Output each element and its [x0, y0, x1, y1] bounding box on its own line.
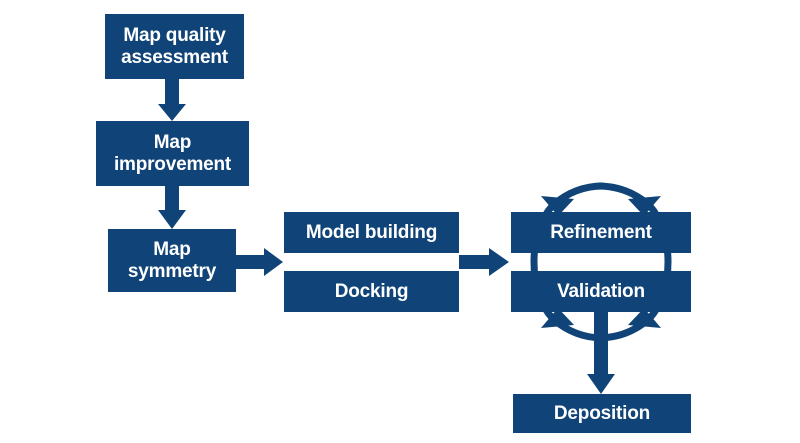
node-label: Map improvement: [113, 131, 232, 175]
node-map-improvement[interactable]: Map improvement: [96, 121, 249, 186]
node-model-building[interactable]: Model building: [284, 212, 459, 253]
arc-bottom-right-icon: [597, 308, 661, 342]
arrow-building-to-refinement-icon: [459, 248, 509, 276]
node-label: Docking: [334, 280, 409, 302]
node-refinement[interactable]: Refinement: [511, 212, 691, 253]
arc-bottom-left-icon: [541, 308, 604, 342]
node-validation[interactable]: Validation: [511, 271, 691, 312]
arrow-symmetry-to-building-icon: [236, 248, 283, 276]
node-label: Deposition: [553, 402, 651, 424]
node-docking[interactable]: Docking: [284, 271, 459, 312]
arrow-validation-to-deposition-icon: [587, 312, 615, 394]
node-deposition[interactable]: Deposition: [513, 394, 691, 433]
node-label: Map symmetry: [127, 238, 217, 282]
node-label: Refinement: [550, 221, 652, 243]
node-label: Map quality assessment: [121, 24, 228, 68]
arrow-improvement-to-symmetry-icon: [158, 186, 186, 229]
node-label: Model building: [305, 221, 438, 243]
node-map-symmetry[interactable]: Map symmetry: [108, 229, 236, 292]
node-label: Validation: [557, 280, 645, 302]
arrow-quality-to-improvement-icon: [158, 79, 186, 121]
node-map-quality-assessment[interactable]: Map quality assessment: [105, 14, 244, 79]
